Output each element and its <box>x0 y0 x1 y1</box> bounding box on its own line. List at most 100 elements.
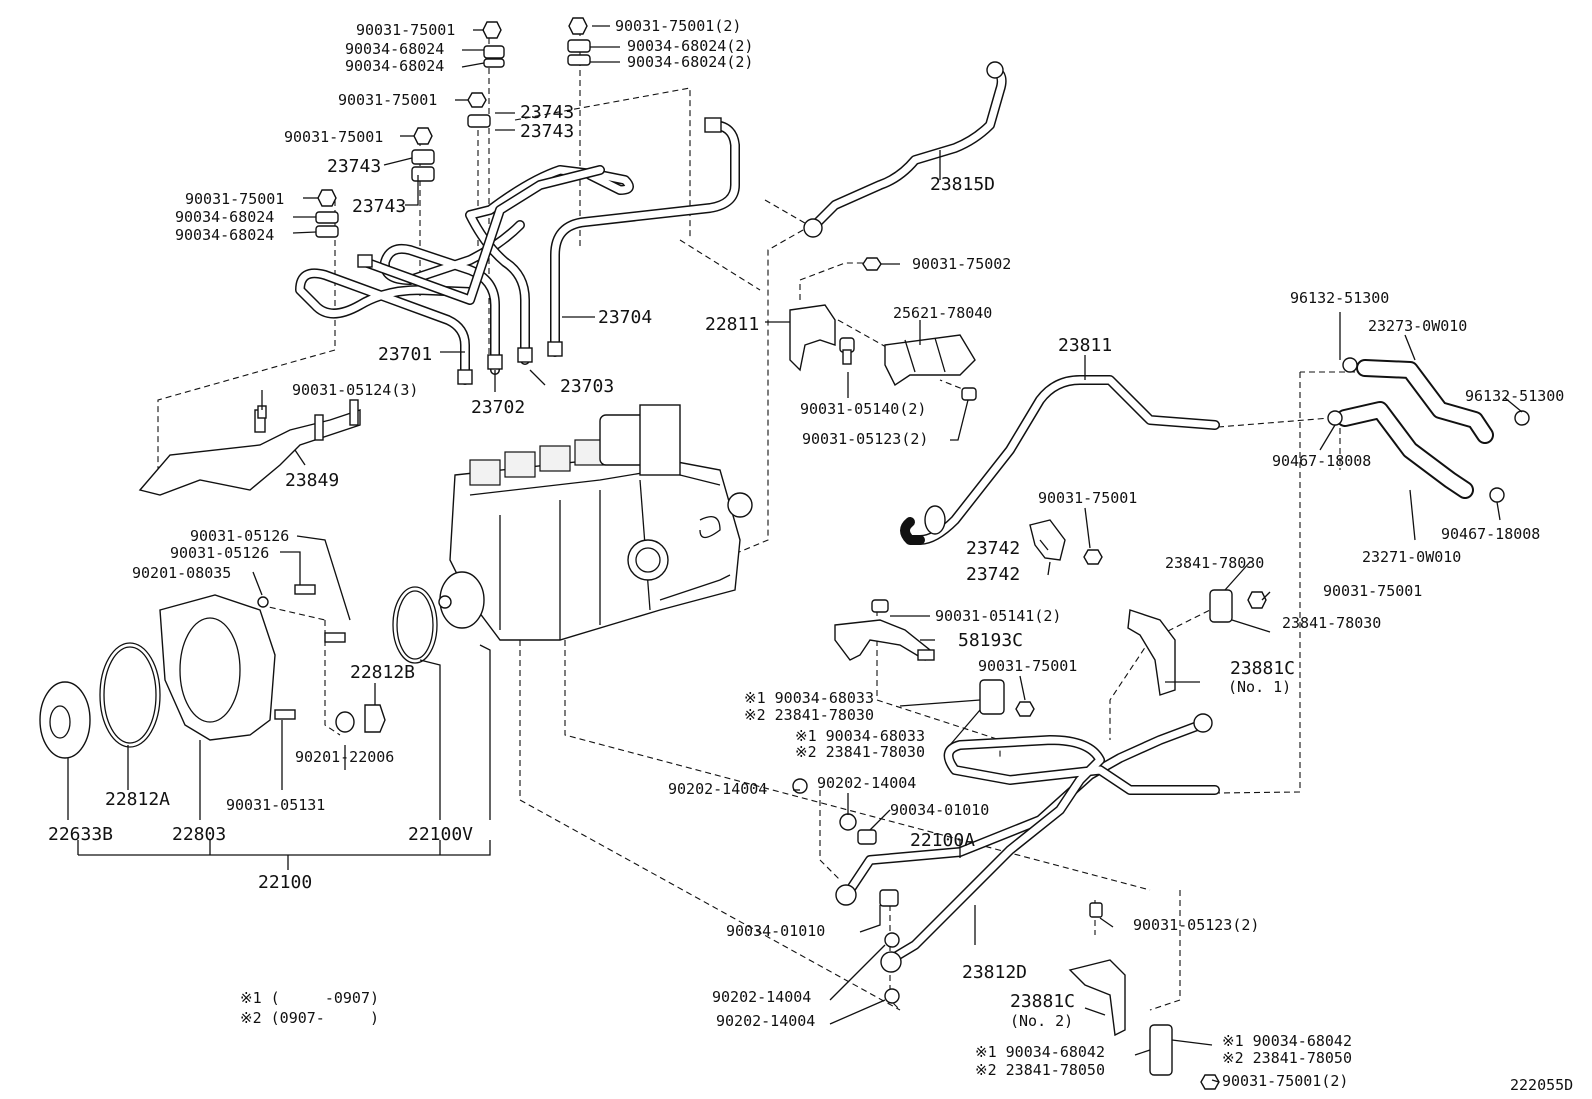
part-label: 22100 <box>258 872 312 893</box>
part-label: 23881C <box>1010 991 1075 1012</box>
o-ring-22812A <box>99 642 161 748</box>
pipe-23815D <box>803 61 1007 238</box>
injection-pump-body <box>438 404 753 641</box>
clamp-icon <box>411 166 435 182</box>
bracket-22811 <box>789 304 855 372</box>
part-label: 23704 <box>598 307 652 328</box>
pipe-fitting-23702 <box>487 354 503 370</box>
bolt-90031-05126-a <box>294 584 316 595</box>
part-label: 90031-75002 <box>912 255 1011 273</box>
part-label: 90031-75001 <box>284 128 383 146</box>
gasket-90201-22006 <box>335 711 355 733</box>
pipes-bottom <box>835 713 1220 973</box>
part-label: ※2 23841-78050 <box>975 1061 1105 1079</box>
assembly-guide-lines <box>157 28 1355 1011</box>
part-label: 96132-51300 <box>1465 387 1564 405</box>
part-label: 90201-08035 <box>132 564 231 582</box>
part-label: 23273-0W010 <box>1368 317 1467 335</box>
part-label: 23841-78030 <box>1165 554 1264 572</box>
hoses-right <box>1327 357 1530 503</box>
clamp-icon <box>567 54 591 66</box>
clamp-icon <box>315 225 339 238</box>
pipe-23811 <box>900 375 1220 545</box>
part-label: (No. 2) <box>1010 1012 1073 1030</box>
part-label: 90467-18008 <box>1441 525 1540 543</box>
bracket-23881C-no1 <box>1127 609 1176 696</box>
union-bolt-icon <box>879 889 899 907</box>
part-labels: 90031-75001 90034-68024 90034-68024 9003… <box>48 17 1564 1090</box>
clamp-90034-68033 <box>979 679 1035 717</box>
part-label: 90031-05140(2) <box>800 400 926 418</box>
part-label: 90202-14004 <box>668 780 767 798</box>
part-label: 90034-68024 <box>175 226 274 244</box>
part-label: 23701 <box>378 344 432 365</box>
part-label: 90031-75001 <box>978 657 1077 675</box>
part-label: 90467-18008 <box>1272 452 1371 470</box>
part-label: 23815D <box>930 174 995 195</box>
part-label: 22100A <box>910 830 975 851</box>
nut-icon <box>317 189 337 207</box>
part-label: 23811 <box>1058 335 1112 356</box>
figure-id: 222055D <box>1510 1076 1573 1094</box>
part-label: 90034-68024 <box>345 40 444 58</box>
part-label: 23742 <box>966 538 1020 559</box>
hose-clamp-96132-a <box>1342 357 1358 373</box>
footnote-2: ※2 (0907- ) <box>240 1009 379 1027</box>
gear-22633B <box>39 681 91 759</box>
nut-icon <box>482 21 502 39</box>
part-label: 23841-78030 <box>1282 614 1381 632</box>
part-label: 90034-01010 <box>726 922 825 940</box>
part-label: ※2 23841-78050 <box>1222 1049 1352 1067</box>
nut-icon <box>413 127 433 145</box>
part-label: ※1 90034-68033 <box>744 689 874 707</box>
clamp-icon <box>411 149 435 165</box>
clamp-icon <box>567 39 591 53</box>
part-label: 90031-75001(2) <box>1222 1072 1348 1090</box>
part-label: 23849 <box>285 470 339 491</box>
part-label: 23743 <box>520 121 574 142</box>
part-label: 23743 <box>520 102 574 123</box>
part-label: ※1 90034-68033 <box>795 727 925 745</box>
part-label: 90034-68024 <box>345 57 444 75</box>
union-bolt-hardware <box>792 778 900 1004</box>
part-label: 90031-05124(3) <box>292 381 418 399</box>
part-label: 90031-75001 <box>1038 489 1137 507</box>
part-label: 90031-75001 <box>185 190 284 208</box>
part-label: 90031-75001 <box>356 21 455 39</box>
part-label: 22100V <box>408 824 473 845</box>
part-label: 23743 <box>352 196 406 217</box>
part-label: ※2 23841-78030 <box>795 743 925 761</box>
flange-assembly <box>39 584 438 759</box>
part-label: 22811 <box>705 314 759 335</box>
part-label: 23702 <box>471 397 525 418</box>
part-label: 90202-14004 <box>817 774 916 792</box>
nut-icon <box>467 92 487 108</box>
part-label: 90202-14004 <box>716 1012 815 1030</box>
part-label: 23743 <box>327 156 381 177</box>
part-label: 90031-05126 <box>170 544 269 562</box>
pipe-fitting-23704 <box>547 341 563 357</box>
part-label: (No. 1) <box>1228 678 1291 696</box>
part-label: 22812B <box>350 662 415 683</box>
footnotes: ※1 ( -0907) ※2 (0907- ) <box>240 989 379 1027</box>
part-label: 58193C <box>958 630 1023 651</box>
clamp-23742 <box>1029 519 1103 565</box>
pipe-fitting-23701 <box>457 369 473 385</box>
injection-pipes-group <box>295 117 740 385</box>
footnote-1: ※1 ( -0907) <box>240 989 379 1007</box>
pipe-fitting-left <box>357 254 373 268</box>
part-label: 23881C <box>1230 658 1295 679</box>
nut-icon <box>568 17 588 35</box>
part-label: ※2 23841-78030 <box>744 706 874 724</box>
part-label: 90031-05123(2) <box>802 430 928 448</box>
bracket-58193C <box>834 599 935 661</box>
part-label: 25621-78040 <box>893 304 992 322</box>
part-label: 90031-05131 <box>226 796 325 814</box>
part-label: 90034-01010 <box>890 801 989 819</box>
part-label: 96132-51300 <box>1290 289 1389 307</box>
part-label: ※1 90034-68042 <box>1222 1032 1352 1050</box>
part-label: 90031-05141(2) <box>935 607 1061 625</box>
part-label: 90031-05126 <box>190 527 289 545</box>
leader-lines <box>67 25 1523 1083</box>
part-label: 90034-68024 <box>175 208 274 226</box>
